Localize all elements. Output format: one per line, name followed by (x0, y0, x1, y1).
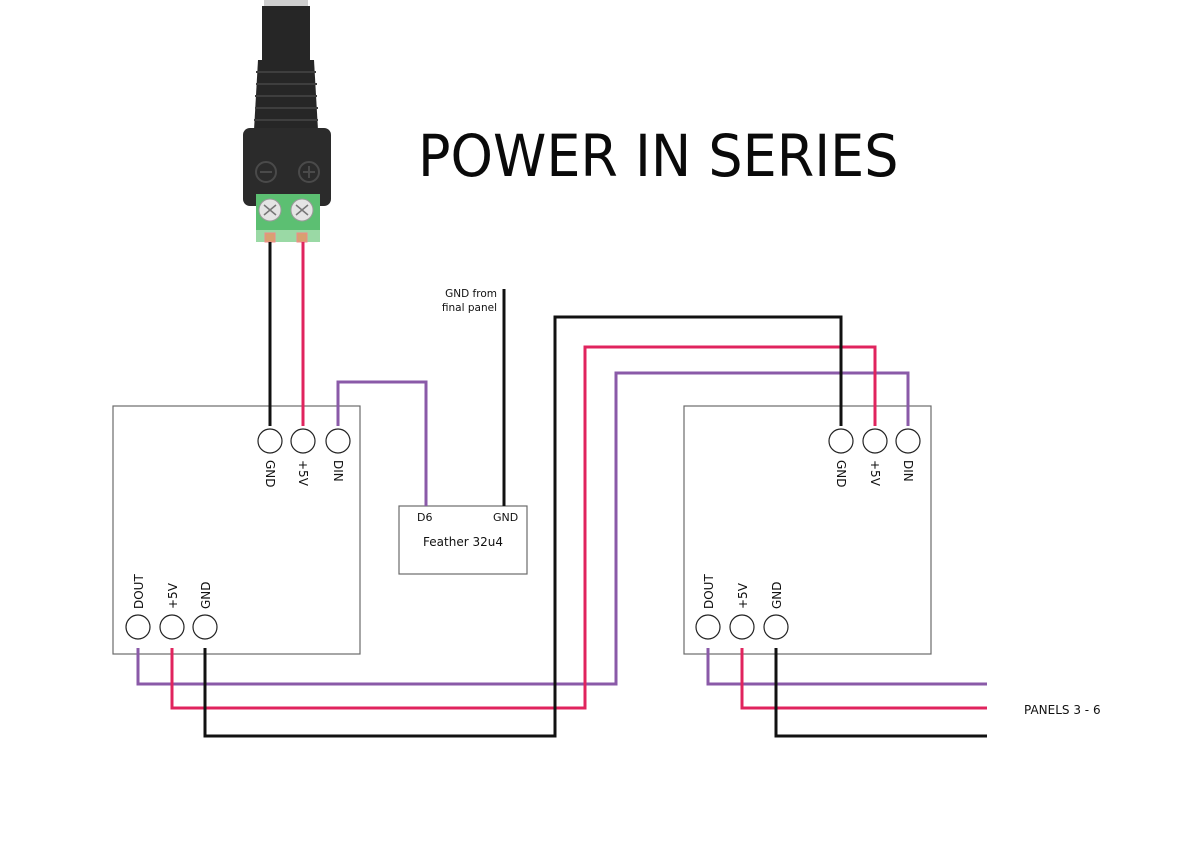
gnd-note-line-2: final panel (442, 302, 497, 314)
wire-panel1-gnd-to-panel2-gnd (203, 315, 843, 738)
wire-panel1-5v-to-panel2-5v (170, 345, 877, 710)
feather-pin-d6-label: D6 (417, 511, 432, 524)
panel-2-pin-din (895, 428, 921, 454)
wire-d6-to-din (336, 380, 428, 506)
continuation-label: PANELS 3 - 6 (1024, 703, 1101, 717)
wire-panel2-gnd-out (774, 648, 987, 738)
panel-1-label-gnd-out: GND (199, 581, 213, 609)
feather-box (398, 505, 528, 575)
panel-2-box (683, 405, 932, 655)
panel-2-label-din: DIN (901, 460, 915, 482)
plus-icon (298, 161, 320, 183)
panel-2-pin-5v-out (729, 614, 755, 640)
screw-terminal-minus (258, 198, 282, 222)
terminal-pad-plus (296, 232, 308, 243)
barrel-neck (262, 6, 310, 62)
panel-2-label-gnd-in: GND (834, 460, 848, 488)
panel-1-pin-gnd-out (192, 614, 218, 640)
diagram-title: POWER IN SERIES (418, 122, 899, 190)
jack-housing (243, 128, 331, 206)
gnd-note-line-1: GND from (445, 288, 497, 300)
panel-2-pin-gnd-in (828, 428, 854, 454)
panel-1-label-5v-in: +5V (296, 460, 310, 487)
panel-2-label-5v-in: +5V (868, 460, 882, 487)
panel-1-pin-5v-in (290, 428, 316, 454)
panel-1-box (112, 405, 361, 655)
screw-terminal-plus (290, 198, 314, 222)
panel-2-pin-5v-in (862, 428, 888, 454)
wire-panel2-5v-out (740, 648, 987, 710)
terminal-pad-minus (264, 232, 276, 243)
feather-pin-gnd-label: GND (493, 511, 518, 524)
panel-1-pin-gnd-in (257, 428, 283, 454)
dc-power-jack (243, 0, 331, 243)
panel-1-label-dout: DOUT (132, 574, 146, 609)
wire-panel1-dout-to-panel2-din (136, 371, 910, 686)
panel-1-label-5v-out: +5V (166, 582, 180, 609)
panel-2-label-gnd-out: GND (770, 581, 784, 609)
strain-relief-ribs (254, 71, 318, 121)
minus-icon (255, 161, 277, 183)
panel-2-label-5v-out: +5V (736, 582, 750, 609)
panel-1-pin-dout (125, 614, 151, 640)
panel-2-pin-gnd-out (763, 614, 789, 640)
wire-panel2-dout-out (706, 648, 987, 686)
panel-1-pin-din (325, 428, 351, 454)
panel-2-label-dout: DOUT (702, 574, 716, 609)
panel-2-pin-dout (695, 614, 721, 640)
panel-1-pin-5v-out (159, 614, 185, 640)
panel-1-label-gnd-in: GND (263, 460, 277, 488)
feather-name: Feather 32u4 (423, 535, 503, 549)
panel-1-label-din: DIN (331, 460, 345, 482)
